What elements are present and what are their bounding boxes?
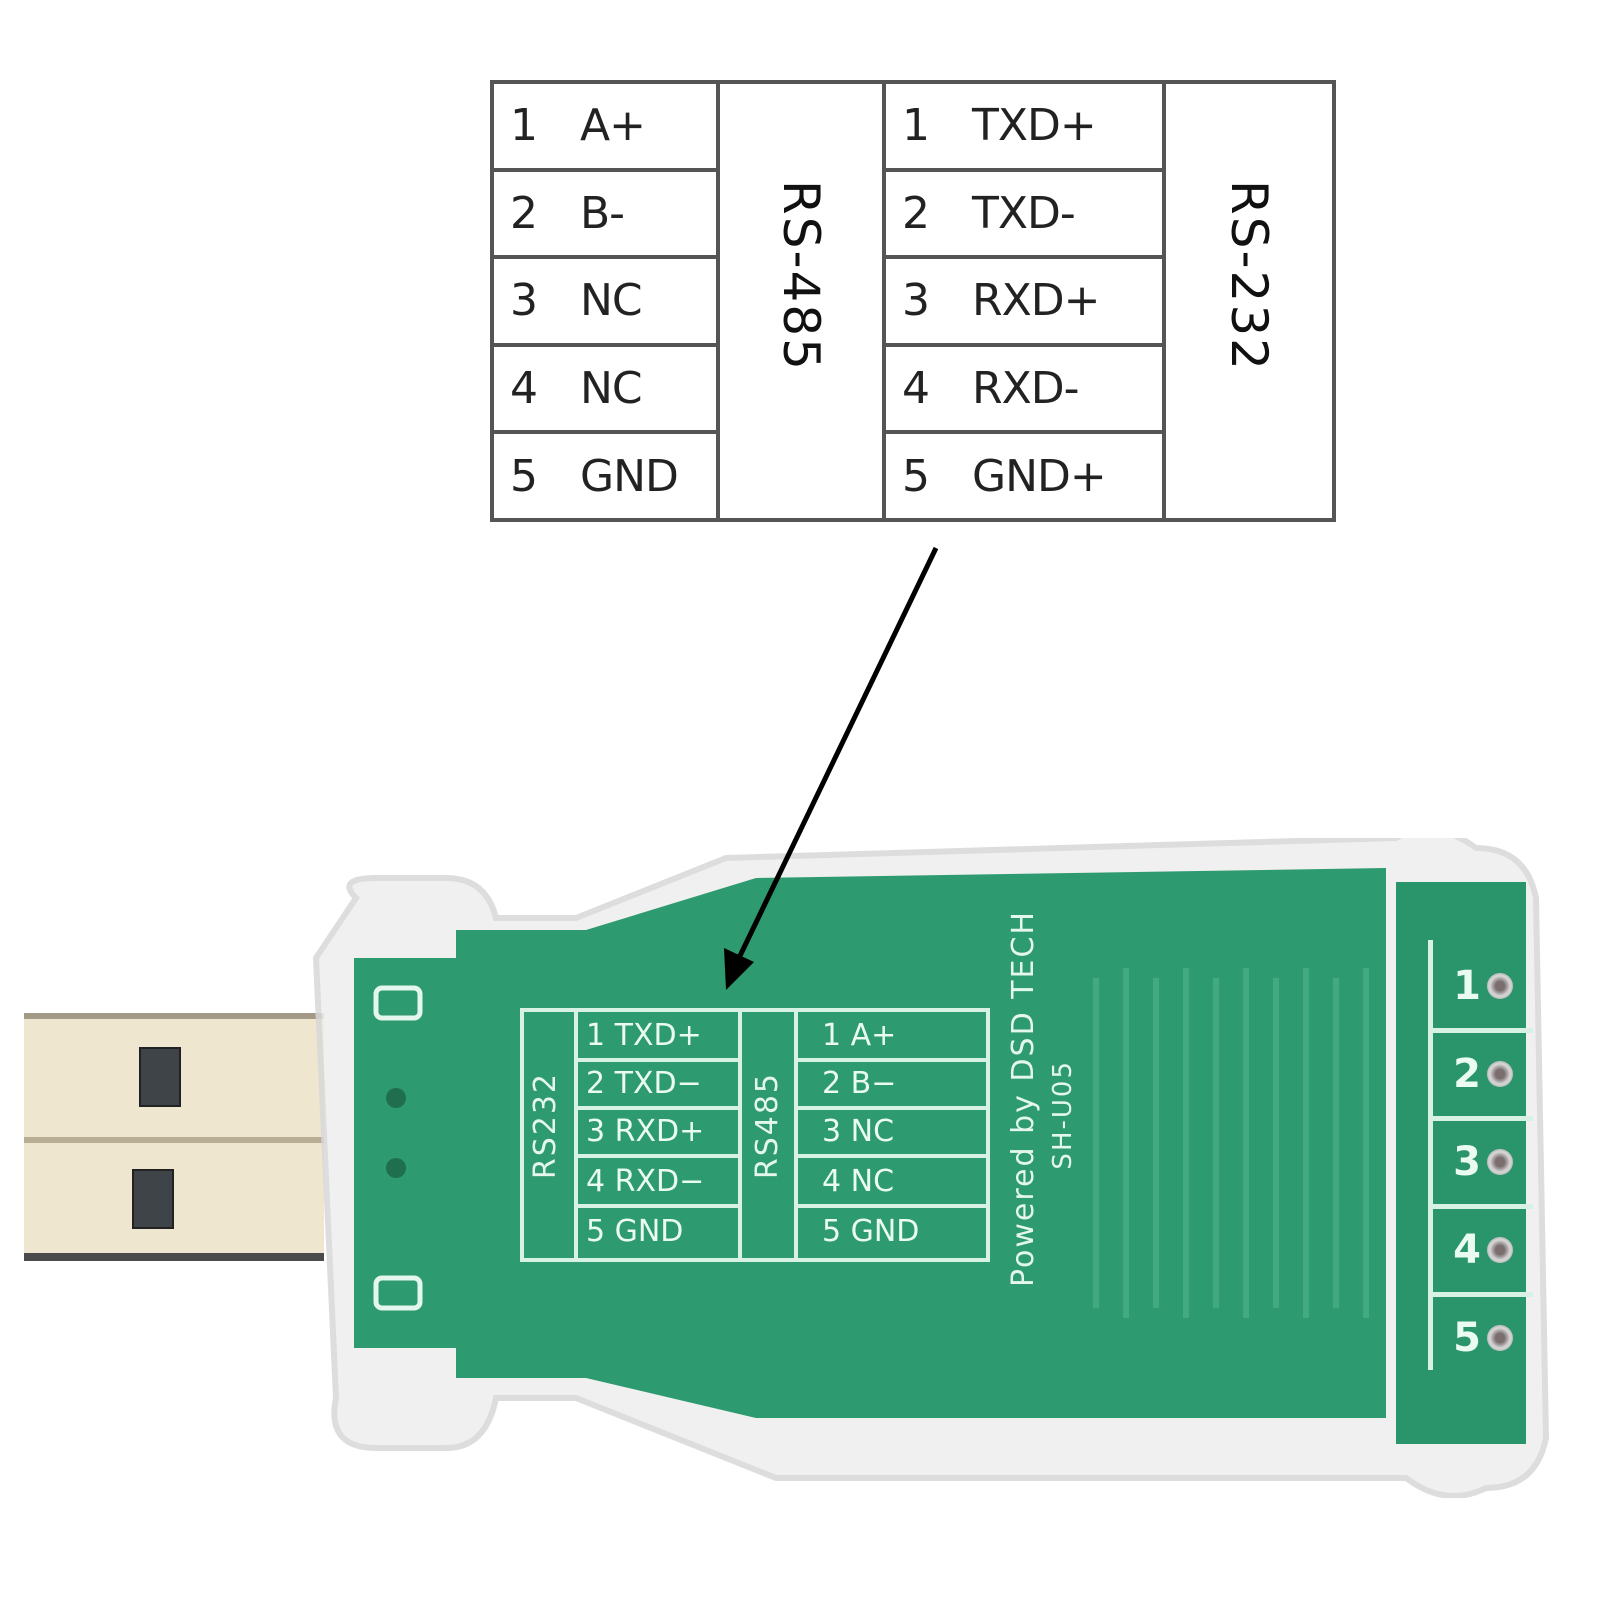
screw-icon [1486, 1149, 1513, 1175]
rs485-pin-row: 1 A+ [494, 84, 716, 172]
pcb-rs232-pin: 3 RXD+ [586, 1114, 705, 1149]
pcb-model-text: SH-U05 [1048, 1060, 1078, 1170]
pin-number: 3 [510, 275, 538, 327]
pin-signal: TXD+ [972, 100, 1097, 152]
pin-number: 4 [510, 363, 538, 415]
pin-number: 2 [510, 187, 538, 239]
adapter-housing [312, 838, 1550, 1498]
rs232-pin-row: 1 TXD+ [886, 84, 1162, 172]
pcb-rs232-pin: 4 RXD− [586, 1164, 705, 1199]
screw-icon [1486, 973, 1513, 999]
pin-number: 1 [510, 100, 538, 152]
rs485-pin-row: 5 GND [494, 434, 716, 518]
pin-signal: GND [580, 450, 679, 502]
pcb-brand-text: Powered by DSD TECH [1006, 910, 1041, 1287]
pcb-ribs [1093, 968, 1369, 1318]
pin-signal: TXD- [972, 187, 1076, 239]
rs485-pin-row: 2 B- [494, 172, 716, 260]
pin-signal: RXD- [972, 363, 1079, 415]
usb-contact-hole [139, 1047, 181, 1107]
pin-signal: NC [580, 275, 643, 327]
rs232-label: RS-232 [1220, 180, 1278, 372]
pcb-rs232-label: RS232 [528, 1072, 563, 1180]
pin-signal: GND+ [972, 450, 1107, 502]
rs485-label-cell: RS-485 [720, 84, 886, 518]
usb-contact-hole [132, 1169, 174, 1229]
pin-signal: NC [580, 363, 643, 415]
pcb-rs485-pin: 5 GND [822, 1214, 920, 1249]
rs232-label-cell: RS-232 [1166, 84, 1332, 518]
pcb-rs485-pin: 2 B− [822, 1066, 897, 1101]
rs232-pin-row: 5 GND+ [886, 434, 1162, 518]
pcb-rs485-pin: 1 A+ [822, 1018, 897, 1053]
pin-number: 3 [902, 275, 930, 327]
pcb-silkscreen-table: RS232 RS485 1 TXD+ 2 TXD− 3 RXD+ 4 RXD− … [520, 1008, 990, 1262]
pin-number: 4 [902, 363, 930, 415]
pin-number: 1 [902, 100, 930, 152]
usb-a-plug [24, 1013, 324, 1261]
pin-number: 5 [510, 450, 538, 502]
terminal-3: 3 [1433, 1120, 1533, 1204]
pcb-rs232-pin: 1 TXD+ [586, 1018, 702, 1053]
terminal-block: 1 2 3 4 5 [1428, 940, 1533, 1370]
terminal-5: 5 [1433, 1296, 1533, 1380]
screw-icon [1486, 1325, 1513, 1351]
terminal-2: 2 [1433, 1032, 1533, 1116]
rs232-pin-row: 2 TXD- [886, 172, 1162, 260]
pcb-rs485-pin: 4 NC [822, 1164, 895, 1199]
pin-signal: B- [580, 187, 625, 239]
pcb-rs232-pin: 2 TXD− [586, 1066, 702, 1101]
screw-icon [1486, 1061, 1513, 1087]
rs485-label: RS-485 [772, 180, 830, 372]
terminal-1: 1 [1433, 944, 1533, 1028]
pcb-rs485-label: RS485 [750, 1072, 785, 1180]
pin-signal: RXD+ [972, 275, 1100, 327]
rs232-pin-row: 3 RXD+ [886, 259, 1162, 347]
rs232-pin-column: 1 TXD+ 2 TXD- 3 RXD+ 4 RXD- 5 GND+ [886, 84, 1166, 518]
pin-signal: A+ [580, 100, 646, 152]
pcb-rs232-pin: 5 GND [586, 1214, 684, 1249]
pin-number: 5 [902, 450, 930, 502]
rs232-pin-row: 4 RXD- [886, 347, 1162, 435]
screw-icon [1486, 1237, 1513, 1263]
rs485-pin-row: 4 NC [494, 347, 716, 435]
pin-number: 2 [902, 187, 930, 239]
pcb-rs485-pin: 3 NC [822, 1114, 895, 1149]
usb-seam [24, 1137, 324, 1143]
terminal-4: 4 [1433, 1208, 1533, 1292]
rs485-pin-row: 3 NC [494, 259, 716, 347]
